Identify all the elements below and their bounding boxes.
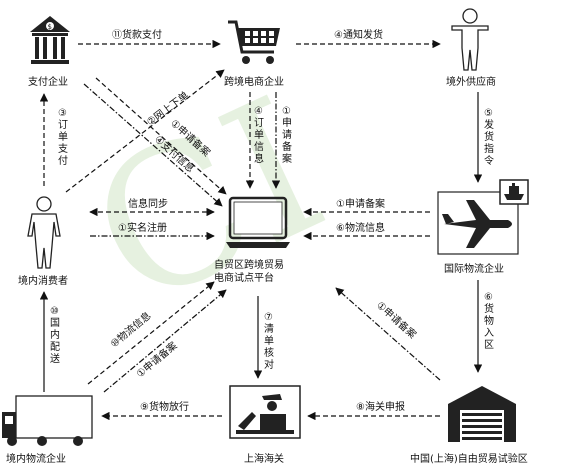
warehouse-icon [448, 386, 516, 442]
label-s1-apply-ftz: ①申请备案 [374, 299, 419, 341]
arrow-payment-to-platform [83, 83, 223, 207]
text-line: ④ [254, 106, 263, 117]
consumer-person-icon [27, 196, 61, 269]
arrow-ftz-to-platform [335, 287, 441, 381]
label-s11-payment: ⑪货款支付 [112, 28, 162, 41]
text-line: 单 [254, 129, 264, 141]
text-line: ① [282, 106, 291, 117]
label-info-sync: 信息同步 [128, 197, 168, 210]
ship-icon [499, 179, 529, 205]
text-line: 对 [264, 358, 274, 371]
supplier-person-icon [451, 8, 489, 71]
text-line: 申 [282, 116, 292, 129]
text-line: 案 [282, 152, 292, 165]
text-line: 送 [50, 352, 60, 365]
node-ecommerce-company: 跨境电商企业 [224, 75, 284, 88]
label-s8-declare: ⑧海关申报 [356, 400, 405, 413]
text-line: 电商试点平台 [214, 271, 274, 284]
text-line: 核 [264, 346, 274, 359]
text-line: 配 [50, 341, 60, 353]
text-line: ⑤ [484, 108, 493, 119]
text-line: 备 [282, 140, 292, 153]
bank-icon: $ [30, 16, 70, 64]
text-line: 支 [58, 143, 68, 155]
text-line: 指 [484, 142, 494, 155]
shopping-cart-icon [228, 20, 280, 64]
text-line: ③ [58, 108, 67, 119]
text-line: 信 [254, 141, 264, 153]
label-s4-notify: ④通知发货 [334, 28, 383, 41]
text-line: 内 [50, 328, 60, 341]
label-s1-apply-intl: ①申请备案 [336, 197, 385, 210]
text-line: 单 [58, 131, 68, 143]
laptop-icon [226, 196, 290, 248]
text-line: 区 [484, 339, 494, 351]
text-line: 自贸区跨境贸易 [214, 258, 284, 271]
text-line: 令 [484, 154, 494, 167]
text-line: ⑥ [484, 292, 493, 303]
text-line: 货 [484, 130, 494, 143]
node-intl-logistics: 国际物流企业 [444, 262, 504, 275]
text-line: 清 [264, 322, 274, 335]
text-line: 货 [484, 302, 494, 315]
node-overseas-supplier: 境外供应商 [446, 75, 496, 88]
arrow-truck-to-platform-record [103, 289, 227, 393]
node-platform: 自贸区跨境贸易电商试点平台 [214, 258, 284, 284]
label-s1-realname: ①实名注册 [118, 221, 167, 234]
text-line: 入 [484, 328, 494, 339]
text-line: 请 [282, 128, 292, 141]
arrow-payment-to-platform-2 [95, 77, 227, 195]
text-line: 订 [254, 117, 264, 129]
airplane-icon [437, 191, 519, 255]
node-ftz: 中国(上海)自由贸易试验区 [410, 452, 528, 465]
node-customs: 上海海关 [244, 452, 284, 465]
text-line: ⑦ [264, 312, 273, 323]
text-line: 国 [50, 317, 60, 329]
truck-icon [2, 395, 93, 446]
text-line: 物 [484, 314, 494, 327]
label-s9-release: ⑨货物放行 [140, 400, 189, 413]
svg-text:$: $ [48, 23, 52, 31]
text-line: 订 [58, 119, 68, 131]
arrow-consumer-to-ecommerce [65, 69, 225, 193]
text-line: 付 [58, 154, 68, 167]
node-domestic-logistics: 境内物流企业 [6, 452, 66, 465]
arrow-truck-to-platform-info [87, 281, 215, 385]
node-domestic-consumer: 境内消费者 [18, 274, 68, 287]
text-line: 发 [484, 118, 494, 131]
customs-officer-icon [229, 385, 301, 439]
text-line: 单 [264, 335, 274, 347]
text-line: ⑩ [50, 306, 59, 317]
text-line: 息 [254, 152, 264, 165]
label-s6-logistics-info: ⑥物流信息 [336, 221, 385, 234]
node-payment-company: 支付企业 [28, 75, 68, 88]
